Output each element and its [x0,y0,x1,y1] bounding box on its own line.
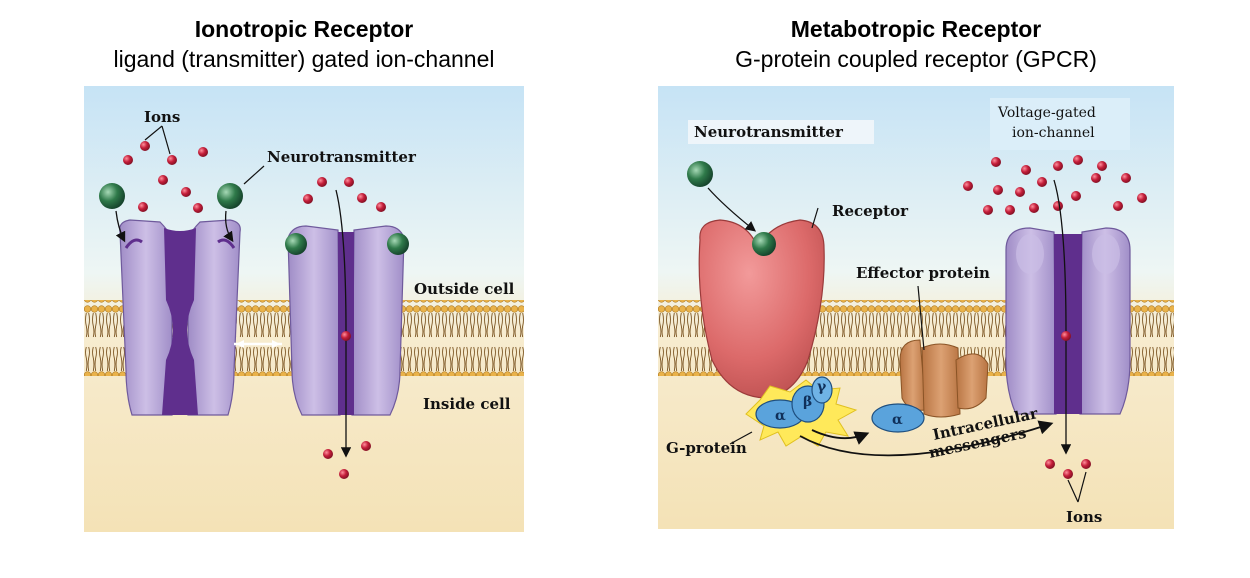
bound-neurotransmitter [752,232,776,256]
g-gamma-subunit [811,376,833,404]
open-ion-channel [285,225,409,416]
ionotropic-panel: Ions Neurotransmitter Outside cell Insid… [84,86,524,532]
neurotransmitter-molecule [99,183,125,209]
neurotransmitter-label: Neurotransmitter [267,148,417,166]
binding-arrow [115,210,126,243]
neurotransmitter-molecule [217,183,243,209]
gprotein-leader [729,431,753,445]
intracellular-ions [1045,459,1091,479]
binding-arrow [223,210,234,243]
voltage-gated-channel [1005,227,1131,415]
ions-label: Ions [1066,508,1102,526]
alpha-label-released: α [892,412,903,428]
ions-leader [1067,471,1087,503]
alpha-label: α [775,408,786,424]
intracellular-ions [323,441,371,479]
neurotransmitter-label: Neurotransmitter [694,123,844,141]
bound-neurotransmitter [285,233,307,255]
metabotropic-subtitle: G-protein coupled receptor (GPCR) [735,46,1097,72]
messenger-arrow [799,420,1054,457]
ionotropic-subtitle: ligand (transmitter) gated ion-channel [113,46,495,72]
metabotropic-heading: Metabotropic Receptor G-protein coupled … [658,14,1174,74]
closed-ion-channel [119,219,241,416]
ion-flow-arrow [335,189,352,458]
voltage-gated-label-line2: ion-channel [1012,125,1095,141]
ion-in-pore [1061,331,1071,341]
extracellular-ions [963,155,1147,215]
binding-arrow [707,187,757,232]
voltage-gated-label-box [990,98,1130,150]
effector-protein [899,339,989,418]
ions-label: Ions [144,108,180,126]
gpcr-receptor [698,219,825,399]
voltage-gated-label-line1: Voltage-gated [997,105,1096,121]
neurotransmitter-leader [243,165,265,185]
ion-flow-arrow [1053,179,1072,455]
inside-cell-label: Inside cell [423,395,511,413]
g-alpha-release-arrow [811,429,870,445]
effector-protein-label: Effector protein [856,264,990,282]
metabotropic-panel: α β γ α [658,86,1174,529]
bound-neurotransmitter [387,233,409,255]
metabotropic-title: Metabotropic Receptor [790,16,1042,42]
ionotropic-title: Ionotropic Receptor [194,16,414,42]
extracellular-ions [123,141,386,213]
beta-label: β [803,394,812,410]
ions-leader [144,125,171,155]
outside-cell-label: Outside cell [414,280,515,298]
receptor-leader [811,207,819,229]
effector-leader [917,285,925,351]
gamma-label: γ [817,379,827,395]
ionotropic-heading: Ionotropic Receptor ligand (transmitter)… [84,14,524,74]
g-protein-label: G-protein [666,439,747,457]
ion-in-pore [341,331,351,341]
neurotransmitter-molecule [687,161,713,187]
released-g-alpha [871,403,925,433]
receptor-label: Receptor [832,202,909,220]
neurotransmitter-label-box [688,120,874,144]
